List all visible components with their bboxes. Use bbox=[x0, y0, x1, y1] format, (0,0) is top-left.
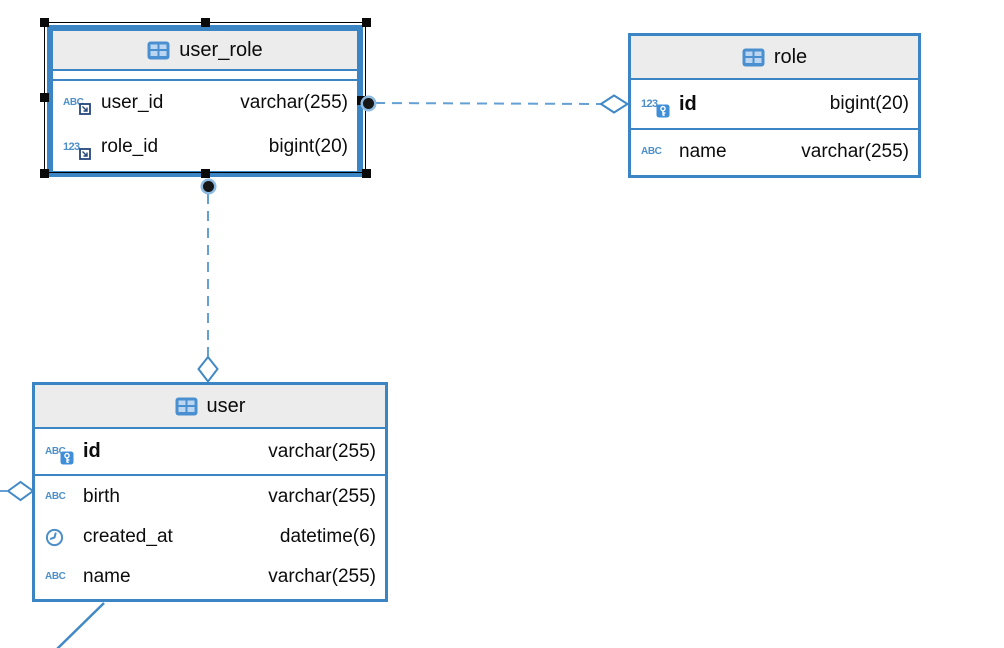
text-datatype-icon: ABC bbox=[45, 571, 66, 582]
table-title: user bbox=[206, 394, 246, 417]
table-title: user_role bbox=[179, 38, 263, 61]
selection-handle-middle-left[interactable] bbox=[39, 93, 49, 102]
foreign-key-icon bbox=[79, 147, 91, 160]
primary-key-icon bbox=[60, 451, 74, 465]
column-name: name bbox=[679, 140, 727, 162]
text-datatype-icon: ABC bbox=[45, 446, 75, 464]
table-role[interactable]: role 123 id bigint(20) ABC name v bbox=[628, 33, 921, 178]
text-datatype-icon: ABC bbox=[63, 98, 93, 115]
column-row-role_id[interactable]: 123 role_id bigint(20) bbox=[53, 125, 357, 169]
column-row-id[interactable]: 123 id bigint(20) bbox=[631, 80, 918, 130]
relation-user-offscreen-line[interactable] bbox=[56, 602, 105, 648]
table-user_role[interactable]: user_role ABC user_id varchar(255) 123 bbox=[47, 25, 363, 177]
column-type: varchar(255) bbox=[268, 485, 376, 507]
column-type: varchar(255) bbox=[240, 92, 348, 113]
selection-handle-top-left[interactable] bbox=[39, 17, 49, 27]
column-type: bigint(20) bbox=[829, 93, 909, 114]
table-title: role bbox=[773, 45, 808, 68]
column-name: name bbox=[83, 566, 131, 587]
column-type: bigint(20) bbox=[268, 136, 348, 157]
open-diamond-icon[interactable] bbox=[6, 480, 35, 502]
relation-user_role-user[interactable] bbox=[197, 194, 219, 384]
number-datatype-icon: 123 bbox=[641, 98, 671, 117]
relation-line[interactable] bbox=[374, 102, 602, 105]
open-diamond-icon[interactable] bbox=[599, 94, 630, 114]
table-user-header[interactable]: user bbox=[35, 385, 385, 429]
column-name: id bbox=[679, 92, 697, 115]
column-row-name[interactable]: ABC name varchar(255) bbox=[631, 130, 918, 173]
table-icon bbox=[147, 41, 170, 59]
number-datatype-icon: 123 bbox=[63, 141, 93, 160]
selection-handle-bottom-middle[interactable] bbox=[200, 168, 210, 178]
primary-key-icon bbox=[656, 104, 670, 118]
relation-user_role-role[interactable] bbox=[374, 94, 630, 114]
column-row-id[interactable]: ABC id varchar(255) bbox=[35, 429, 385, 476]
column-row-created_at[interactable]: created_at datetime(6) bbox=[35, 517, 385, 557]
column-name: user_id bbox=[101, 92, 164, 113]
table-user_role-header[interactable]: user_role bbox=[53, 31, 357, 71]
open-diamond-icon[interactable] bbox=[197, 355, 219, 384]
column-name: role_id bbox=[101, 136, 159, 157]
text-datatype-icon: ABC bbox=[45, 490, 66, 502]
selection-handle-middle-right[interactable] bbox=[356, 95, 366, 105]
column-row-user_id[interactable]: ABC user_id varchar(255) bbox=[53, 81, 357, 125]
text-datatype-icon: ABC bbox=[641, 145, 662, 157]
column-row-name[interactable]: ABC name varchar(255) bbox=[35, 557, 385, 597]
selection-handle-top-middle[interactable] bbox=[200, 17, 210, 27]
selection-handle-top-right[interactable] bbox=[361, 17, 371, 27]
selection-handle-bottom-left[interactable] bbox=[39, 168, 49, 178]
table-icon bbox=[742, 48, 765, 66]
column-type: datetime(6) bbox=[279, 526, 376, 547]
table-icon bbox=[175, 397, 198, 415]
column-name: created_at bbox=[83, 526, 173, 547]
relation-endpoint-bottom[interactable] bbox=[202, 181, 214, 192]
relation-offscreen-user[interactable] bbox=[0, 480, 35, 502]
column-name: birth bbox=[83, 485, 120, 507]
foreign-key-icon bbox=[79, 103, 91, 115]
selection-handle-bottom-right[interactable] bbox=[361, 168, 371, 178]
relation-endpoint-right[interactable] bbox=[363, 97, 374, 109]
column-name: id bbox=[83, 440, 101, 462]
pk-section-empty bbox=[53, 71, 357, 81]
column-type: varchar(255) bbox=[268, 440, 376, 462]
column-row-birth[interactable]: ABC birth varchar(255) bbox=[35, 476, 385, 517]
column-type: varchar(255) bbox=[268, 566, 376, 587]
datetime-icon bbox=[45, 528, 75, 547]
table-role-header[interactable]: role bbox=[631, 36, 918, 80]
column-type: varchar(255) bbox=[801, 140, 909, 162]
table-user[interactable]: user ABC id varchar(255) ABC birth bbox=[32, 382, 388, 602]
